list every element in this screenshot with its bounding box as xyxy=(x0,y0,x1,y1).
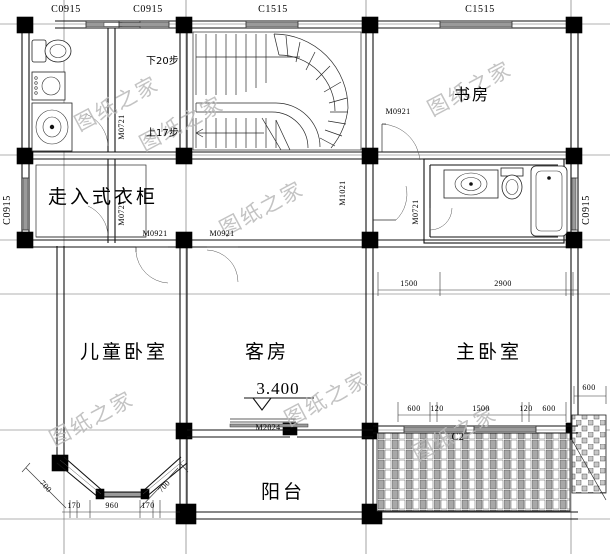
wall-master-bottom xyxy=(373,425,578,434)
exterior-wall-right xyxy=(570,21,579,440)
room-label-child-bedroom: 儿童卧室 xyxy=(80,341,168,363)
window-label: C2 xyxy=(452,432,465,443)
balcony-left-edge xyxy=(187,429,373,438)
stair-stringer xyxy=(195,102,321,149)
bathtub-icon xyxy=(530,165,568,237)
door-balcony-sliding[interactable] xyxy=(229,418,309,428)
room-label-study: 书房 xyxy=(454,85,490,104)
watermark: 图纸之家 xyxy=(135,92,227,156)
exterior-wall-top xyxy=(55,20,580,29)
bathroom-upper-left-fixtures xyxy=(31,39,73,152)
sink-icon xyxy=(443,169,499,199)
door-swing-landing[interactable] xyxy=(373,185,408,221)
door-swing-guest-room[interactable] xyxy=(206,246,239,283)
window-label: C0915 xyxy=(51,4,81,15)
window-label: C0915 xyxy=(2,195,13,225)
door-label: M1021 xyxy=(338,180,347,205)
watermark: 图纸之家 xyxy=(45,387,137,451)
dimension-label: 960 xyxy=(105,501,118,510)
stair-up-label: 上17步 xyxy=(146,127,179,139)
dimension-label: 700 xyxy=(38,478,54,494)
interior-wall-mid-upper xyxy=(22,151,578,160)
dimension-label: 120 xyxy=(430,404,443,413)
door-label: M0921 xyxy=(142,229,167,238)
window-labels: C0915 C0915 C1515 C1515 C0915 C0915 C2 xyxy=(2,4,592,443)
door-swing-child-bedroom[interactable] xyxy=(135,246,169,284)
window-label: C0915 xyxy=(581,195,592,225)
dimension-lines xyxy=(21,272,607,518)
bathroom-upper-right-fixtures xyxy=(423,158,568,244)
dimension-label: 1500 xyxy=(472,404,490,413)
shower-tray-icon xyxy=(31,102,73,152)
window-label: C1515 xyxy=(258,4,288,15)
room-label-walk-in-closet: 走入式衣柜 xyxy=(48,186,158,208)
structural-columns xyxy=(16,16,583,525)
door-swings xyxy=(85,113,421,428)
room-labels: 儿童卧室 客房 主卧室 书房 走入式衣柜 阳台 xyxy=(48,85,522,503)
room-label-balcony: 阳台 xyxy=(261,481,305,503)
stair-labels: 下20步 上17步 xyxy=(146,55,179,139)
window-label: C0915 xyxy=(133,4,163,15)
elevation-value: 3.400 xyxy=(256,379,299,398)
watermark: 图纸之家 xyxy=(280,367,372,431)
dimension-label: 170 xyxy=(141,501,154,510)
room-label-guest-room: 客房 xyxy=(245,341,289,363)
dimension-label: 120 xyxy=(519,404,532,413)
interior-wall-mid-lower xyxy=(22,239,578,248)
exterior-wall-left xyxy=(21,21,65,470)
door-label: M0921 xyxy=(385,107,410,116)
toilet-icon xyxy=(31,39,72,63)
door-swing-study[interactable] xyxy=(381,123,421,161)
bay-window-child-bedroom xyxy=(56,456,188,500)
door-label: M0921 xyxy=(209,229,234,238)
elevation-marker xyxy=(244,397,314,411)
window-label: C1515 xyxy=(465,4,495,15)
door-label: M0721 xyxy=(117,200,126,225)
walk-in-closet-outline xyxy=(35,164,147,238)
staircase xyxy=(192,31,362,151)
door-label: M0721 xyxy=(411,199,420,224)
door-label: M0721 xyxy=(117,114,126,139)
door-labels: M0721 M0721 M0921 M0921 M0921 M0721 M102… xyxy=(117,107,420,432)
dimension-label: 170 xyxy=(67,501,80,510)
door-swing-closet[interactable] xyxy=(87,205,109,237)
washing-machine-icon xyxy=(31,71,66,101)
door-label: M2024 xyxy=(255,423,280,432)
dimension-label: 600 xyxy=(407,404,420,413)
dimension-label: 1500 xyxy=(400,279,418,288)
stair-down-label: 下20步 xyxy=(146,55,179,67)
door-swing-bathroom-ul[interactable] xyxy=(85,113,109,147)
dimension-label: 600 xyxy=(582,383,595,392)
stair-treads-upper xyxy=(195,34,267,95)
toilet-icon-2 xyxy=(500,167,524,200)
dimension-label: 2900 xyxy=(494,279,512,288)
stair-winder-treads xyxy=(273,33,349,149)
dimension-label: 600 xyxy=(542,404,555,413)
balcony-rail-hatch xyxy=(376,414,607,512)
room-label-master-bedroom: 主卧室 xyxy=(456,341,522,363)
